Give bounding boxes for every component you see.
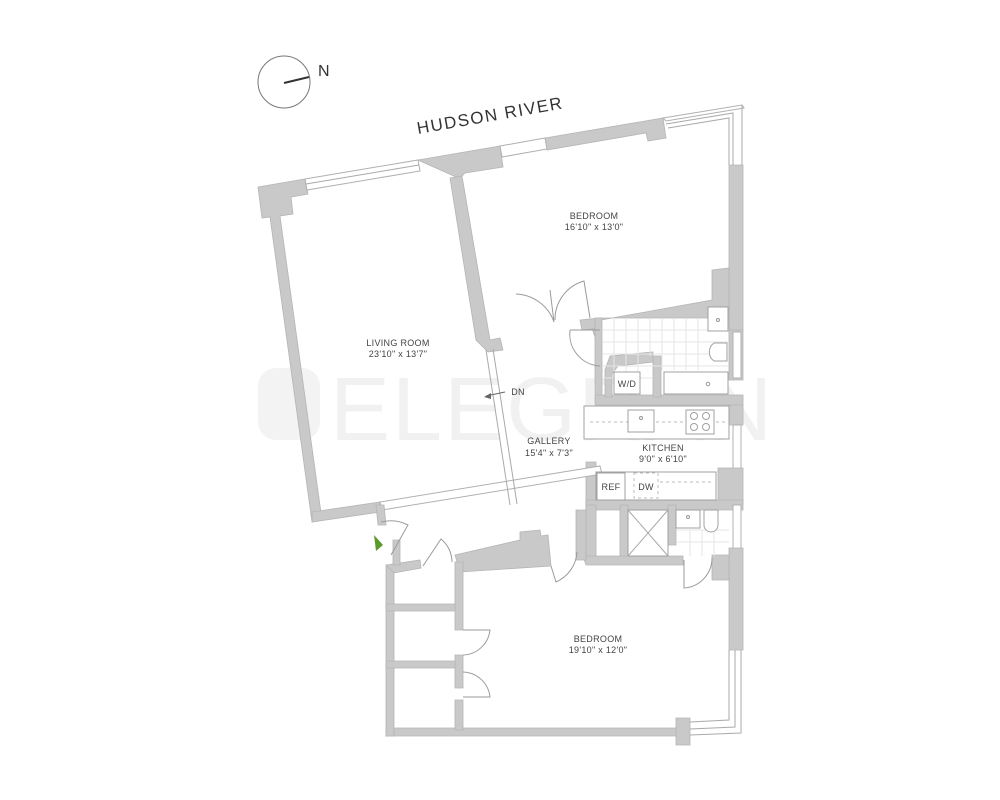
compass-icon: [257, 55, 311, 109]
refrigerator: [596, 472, 626, 501]
room-labels: LIVING ROOM 23'10" x 13'7" BEDROOM 16'10…: [366, 211, 687, 655]
stairs-down-label: DN: [511, 387, 525, 397]
kitchen-sink-icon: [627, 409, 655, 433]
stove-icon: [685, 409, 715, 435]
kitchen-name: KITCHEN: [642, 443, 684, 453]
dishwasher: [633, 472, 659, 499]
gallery-name: GALLERY: [527, 436, 570, 446]
bedroom-south-dimensions: 19'10" x 12'0": [569, 645, 628, 655]
washer-dryer: [613, 371, 641, 395]
bathtub-icon: [663, 371, 729, 395]
entry-marker-icon: [374, 535, 383, 551]
toilet-icon: [703, 509, 719, 533]
hudson-river-label: HUDSON RIVER: [415, 93, 564, 137]
living-room-name: LIVING ROOM: [366, 338, 429, 348]
compass-north-label: N: [318, 63, 330, 80]
washer-dryer-label: W/D: [618, 379, 637, 389]
kitchen-fixtures: REF DW: [583, 405, 730, 501]
kitchen-dimensions: 9'0" x 6'10": [639, 454, 687, 464]
bathroom-north: W/D: [602, 306, 729, 395]
toilet-icon: [708, 342, 728, 362]
dishwasher-label: DW: [638, 482, 654, 492]
living-room-dimensions: 23'10" x 13'7": [369, 349, 428, 359]
bedroom-south-name: BEDROOM: [574, 634, 623, 644]
stairs-down: DN: [484, 387, 525, 399]
bathroom-south: [627, 509, 729, 557]
refrigerator-label: REF: [602, 482, 621, 492]
bedroom-north-dimensions: 16'10" x 13'0": [565, 222, 624, 232]
doors: [380, 280, 713, 698]
compass: N: [257, 55, 330, 109]
walls: [257, 104, 745, 746]
bedroom-north-name: BEDROOM: [570, 211, 619, 221]
gallery-dimensions: 15'4" x 7'3": [525, 448, 573, 458]
